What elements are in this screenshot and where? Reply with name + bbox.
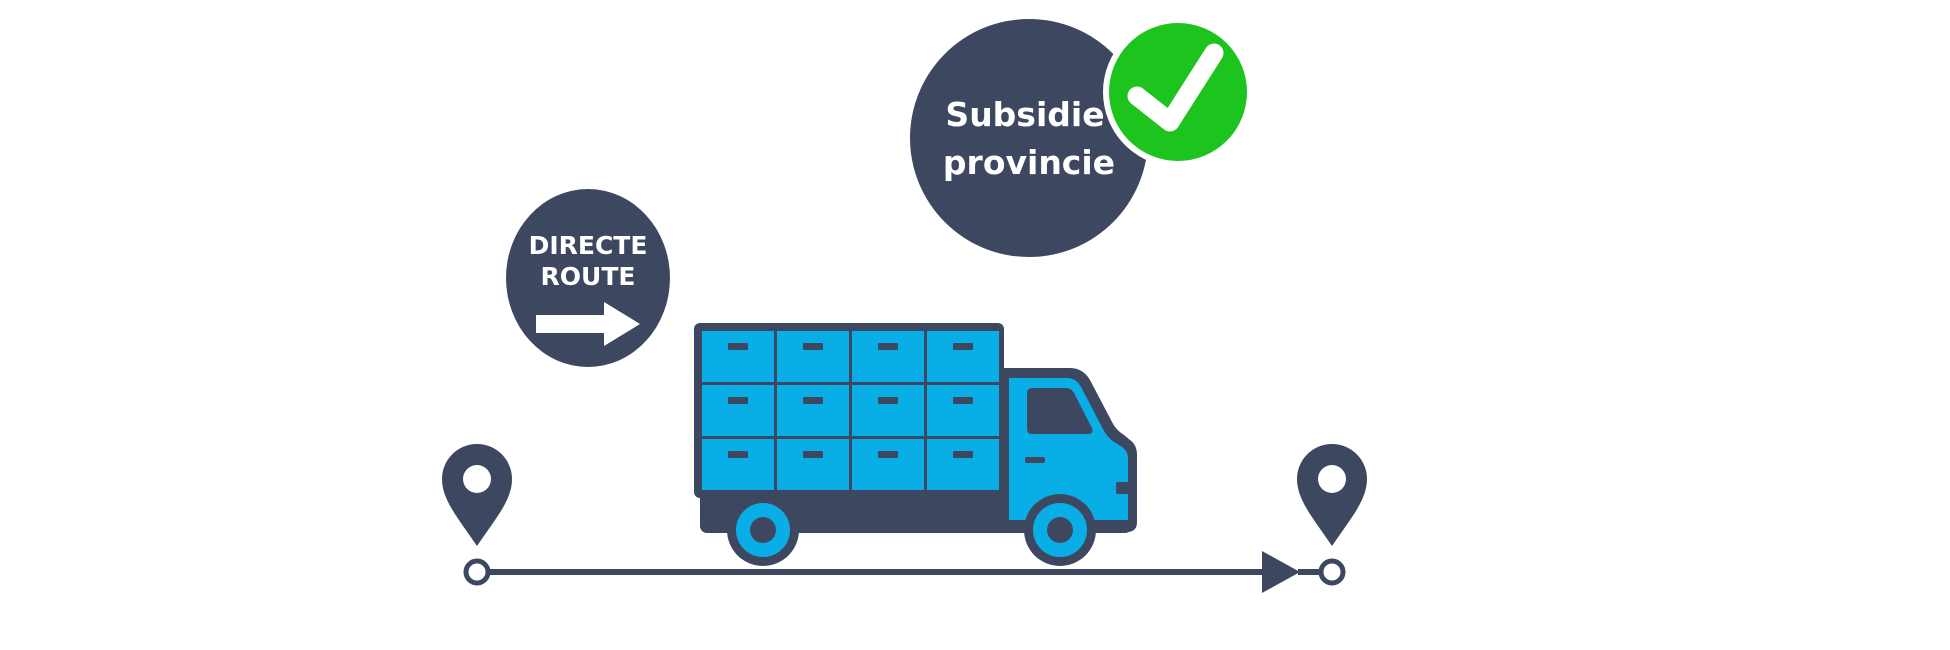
cargo-compartment [852,385,924,436]
cargo-handle [953,397,973,404]
cargo-handle [878,397,898,404]
cargo-handle [728,451,748,458]
cargo-compartment [927,331,999,382]
cargo-handle [953,343,973,350]
subsidy-label-line2: provincie [943,143,1115,182]
truck-front-wheel [1024,494,1096,566]
truck-front-light [1116,482,1132,494]
cargo-compartment [852,331,924,382]
cargo-compartment [702,385,774,436]
cargo-compartment [777,439,849,490]
checkmark-icon [1103,17,1253,167]
cargo-compartment [702,439,774,490]
cargo-handle [728,343,748,350]
cargo-handle [803,451,823,458]
end-location-pin-icon [1297,444,1367,546]
cargo-compartment [852,439,924,490]
truck-cab-window [1027,388,1093,434]
cargo-compartment [927,385,999,436]
cargo-handle [803,397,823,404]
truck-cargo-grid [702,331,999,490]
truck-icon [694,323,1137,566]
arrow-right-icon [536,302,640,346]
subsidy-label-line1: Subsidie [945,95,1104,134]
direct-route-badge: DIRECTE ROUTE [506,189,670,367]
cargo-compartment [927,439,999,490]
truck-rear-wheel [727,494,799,566]
cargo-handle [953,451,973,458]
route-start-node [463,558,491,586]
cargo-handle [878,343,898,350]
start-location-pin-icon [442,444,512,546]
cargo-compartment [777,331,849,382]
cargo-handle [878,451,898,458]
cargo-handle [728,397,748,404]
route-line [463,551,1346,593]
direct-route-label-line1: DIRECTE [529,231,648,260]
direct-route-label-line2: ROUTE [541,262,636,291]
cargo-compartment [702,331,774,382]
route-end-node [1318,558,1346,586]
subsidy-badge: Subsidie provincie [910,19,1148,257]
cargo-handle [803,343,823,350]
cargo-compartment [777,385,849,436]
route-arrow-head [1262,551,1300,593]
truck-door-handle [1025,457,1045,463]
